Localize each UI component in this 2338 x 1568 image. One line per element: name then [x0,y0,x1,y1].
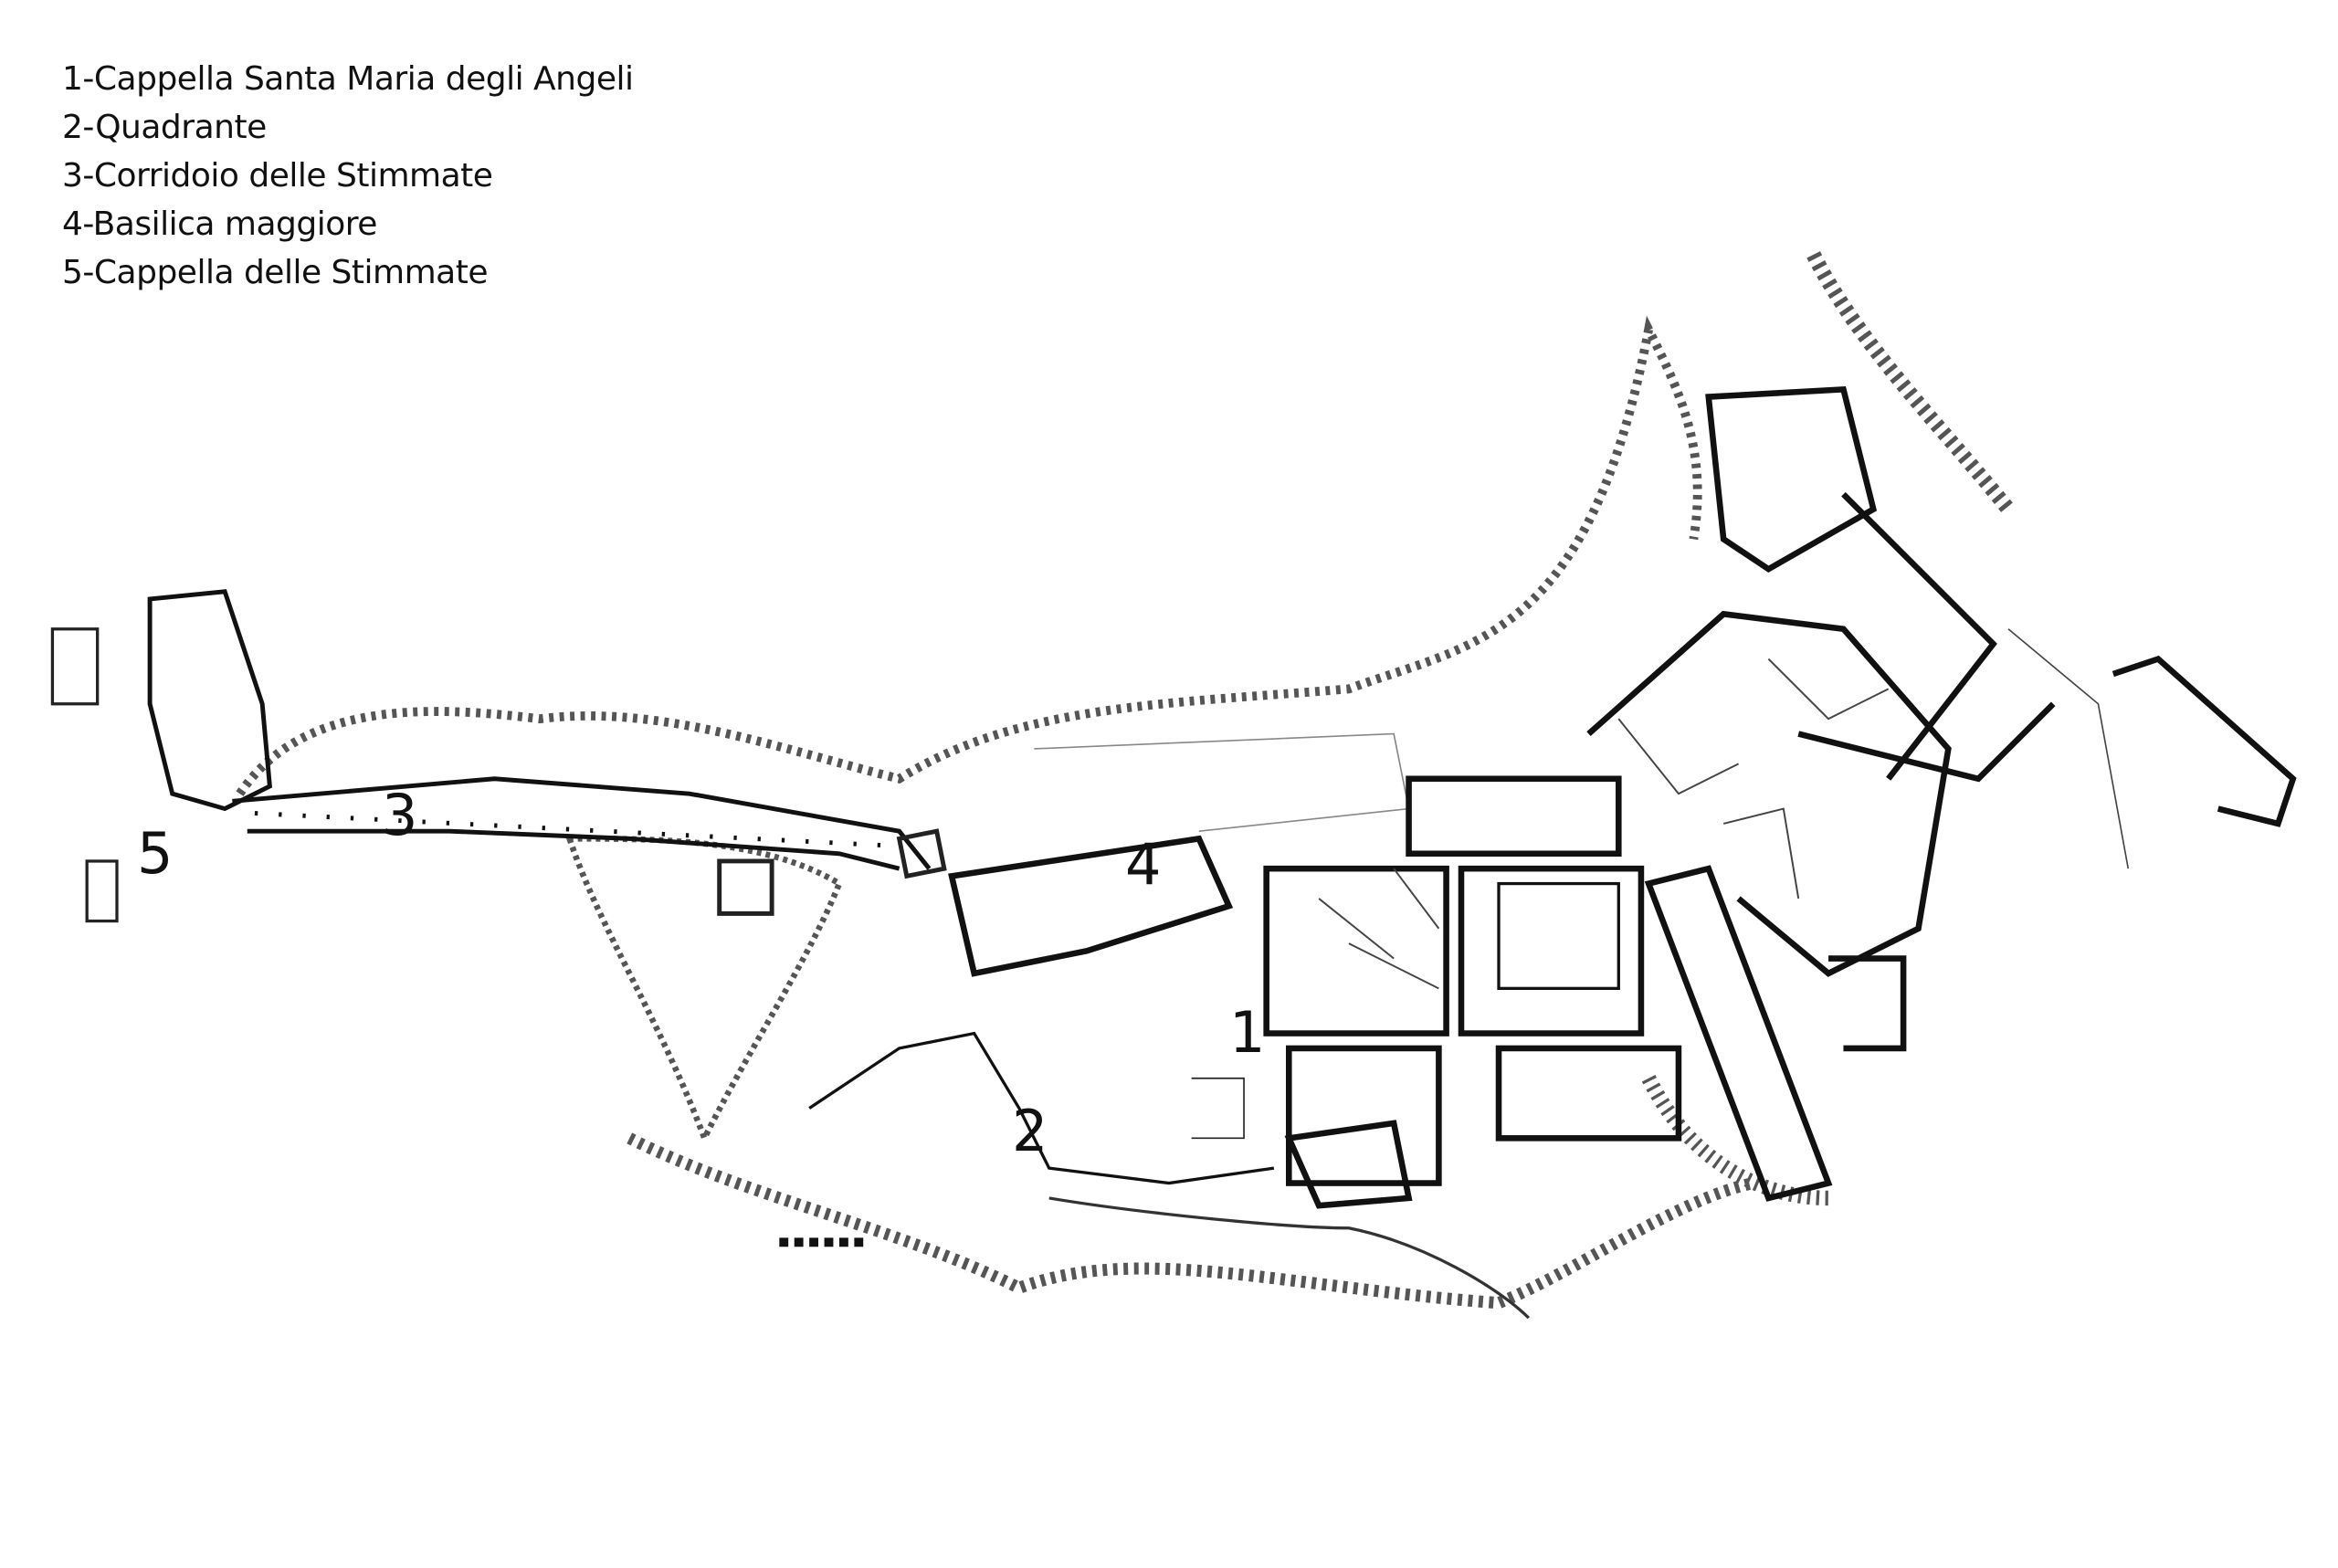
legend-item-1: 1-Cappella Santa Maria degli Angeli [62,60,634,98]
scale-bar [779,1237,869,1247]
terrain-north [236,315,1702,796]
label-corridoio-delle-stimmate: 3 [382,782,418,848]
legend-item-5: 5-Cappella delle Stimmate [62,254,488,291]
legend-item-3: 3-Corridoio delle Stimmate [62,157,493,195]
label-cappella-delle-stimmate: 5 [137,820,174,887]
terrain-northeast [1806,251,2015,514]
legend-item-2: 2-Quadrante [62,109,267,146]
legend-item-4: 4-Basilica maggiore [62,205,377,243]
label-basilica-maggiore: 4 [1125,831,1162,898]
basilica [948,835,1234,977]
legend: 1-Cappella Santa Maria degli Angeli 2-Qu… [62,55,634,297]
label-cappella-santa-maria-degli-angeli: 1 [1229,999,1266,1066]
south-road [1048,1196,1531,1320]
label-quadrante: 2 [1012,1098,1048,1164]
chapel-stimmate [147,589,272,812]
terrain-garden [565,836,844,1146]
convent-complex [1263,385,2297,1209]
terrain-east-south [1641,1075,1829,1206]
quadrante [808,1031,1275,1185]
corridor-walls [232,776,932,871]
terrain-south [627,1132,1755,1310]
